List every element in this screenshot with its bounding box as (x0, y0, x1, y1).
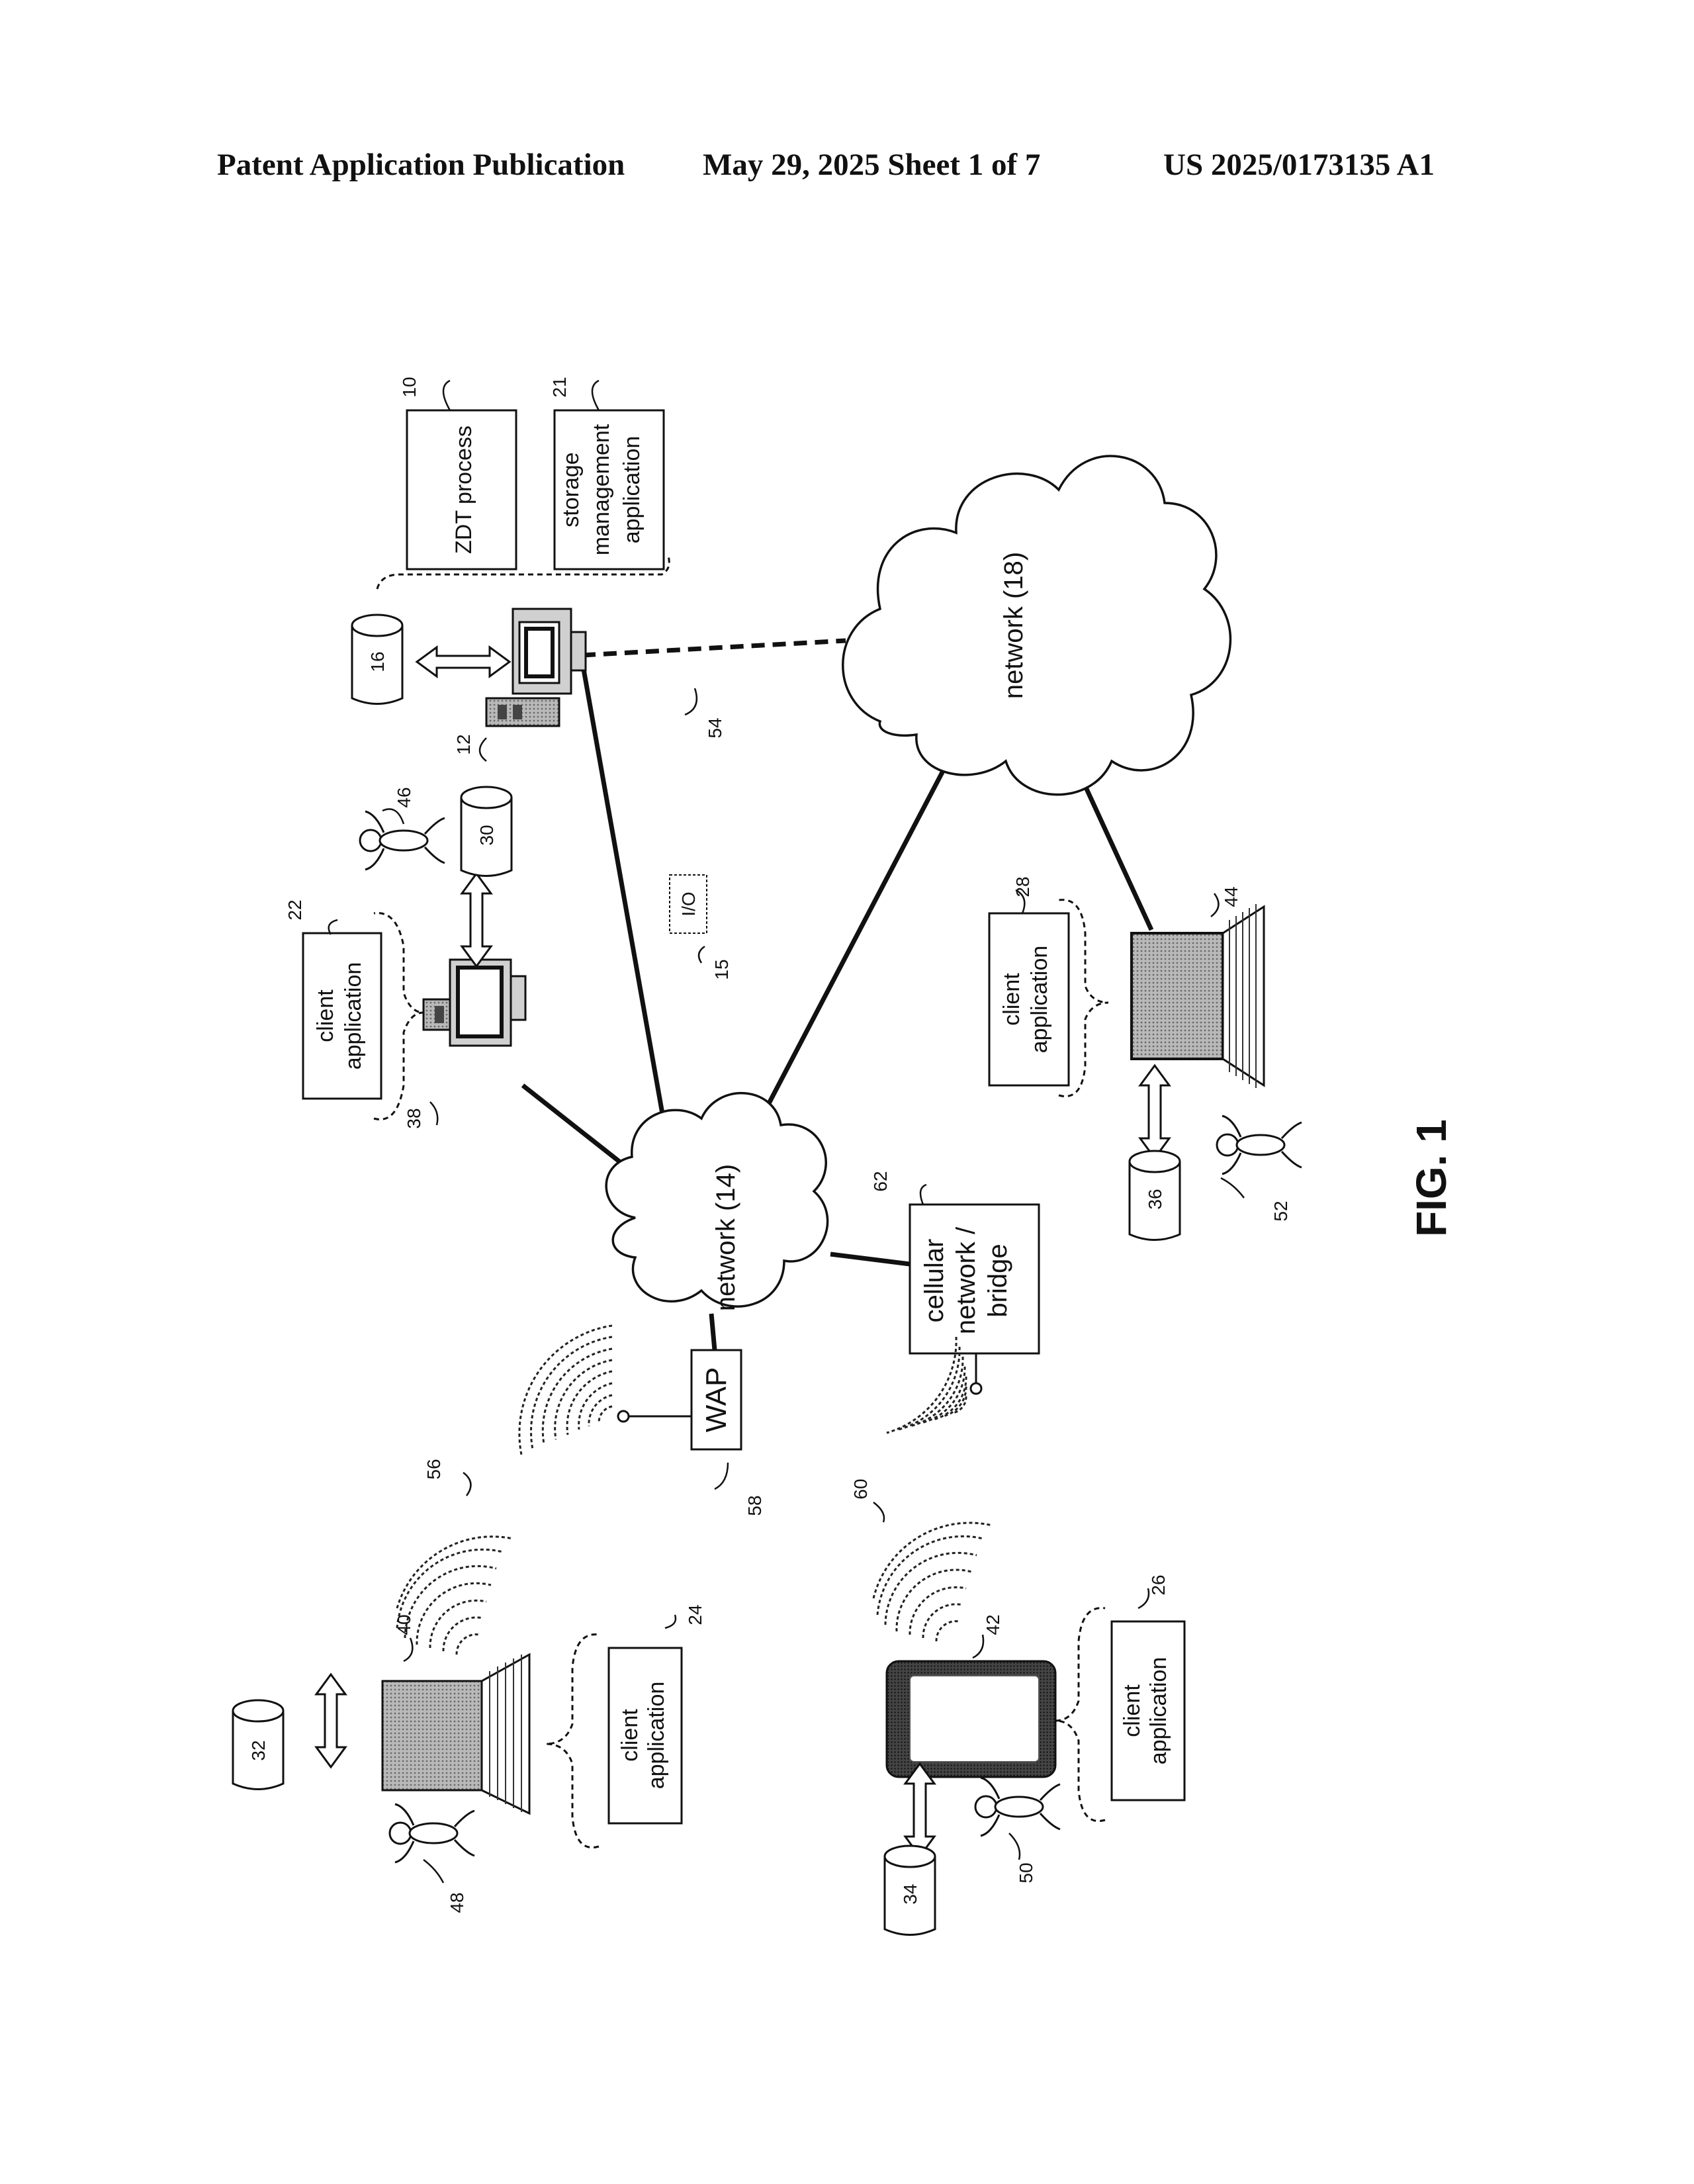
ref-42: 42 (983, 1614, 1003, 1635)
ref-26: 26 (1148, 1574, 1169, 1595)
laptop-computer-44 (1130, 904, 1265, 1088)
storage-30-arrow (461, 872, 492, 968)
storage-mgmt-line-3: application (619, 436, 645, 544)
ref-62: 62 (870, 1171, 891, 1191)
smartphone-42 (885, 1660, 1057, 1778)
wap-signal-waves-56 (518, 1324, 613, 1455)
laptop-40-signal-waves (396, 1535, 513, 1655)
zdt-process-box: ZDT process (406, 409, 517, 570)
user-50 (974, 1776, 1061, 1837)
ref-44: 44 (1221, 886, 1241, 907)
io-box: I/O (669, 874, 707, 934)
link-network18-laptop44 (1073, 763, 1154, 931)
server-computer-12 (485, 608, 587, 727)
client-app-28-bracket (1058, 899, 1109, 1097)
publication-number: US 2025/0173135 A1 (1163, 148, 1435, 182)
cellular-signal-waves-60 (886, 1336, 967, 1434)
user-48 (388, 1803, 476, 1864)
network-14-cloud: network (14) (605, 1091, 829, 1311)
ref-36: 36 (1145, 1189, 1165, 1209)
ref-21: 21 (549, 377, 570, 397)
ref-10: 10 (399, 377, 420, 397)
ref-56: 56 (424, 1459, 444, 1479)
cellular-line-2: network / (952, 1226, 981, 1334)
connection-lines (521, 638, 1154, 1351)
storage-mgmt-line-2: management (589, 424, 614, 555)
figure-label: FIG. 1 (1407, 1119, 1455, 1237)
ref-48: 48 (447, 1892, 467, 1913)
client-app-26-line-2: application (1146, 1657, 1171, 1765)
storage-16-arrow (416, 646, 511, 678)
ref-34: 34 (900, 1884, 920, 1904)
ref-24: 24 (685, 1604, 705, 1625)
server-12-bracket (376, 555, 670, 590)
publication-date-sheet: May 29, 2025 Sheet 1 of 7 (703, 148, 1041, 182)
client-app-24-bracket (545, 1633, 600, 1848)
ref-38: 38 (404, 1108, 424, 1128)
ref-12: 12 (453, 734, 474, 754)
ref-22: 22 (285, 899, 305, 920)
network-18-cloud: network (18) (842, 455, 1232, 796)
wireless-access-point-58: WAP (617, 1349, 742, 1451)
client-application-26-box: client application (1110, 1620, 1186, 1801)
zdt-process-label: ZDT process (451, 426, 476, 554)
leader-lines (328, 379, 1245, 1884)
ref-52: 52 (1270, 1201, 1291, 1221)
link-server12-network18-dashed (582, 638, 846, 658)
client-app-26-bracket (1055, 1607, 1106, 1822)
ref-46: 46 (394, 787, 414, 807)
link-network14-computer38 (521, 1083, 634, 1173)
client-app-22-line-1: client (313, 989, 338, 1042)
storage-mgmt-line-1: storage (558, 452, 584, 527)
publication-title: Patent Application Publication (217, 148, 625, 182)
ref-28: 28 (1012, 876, 1033, 897)
link-network14-wap (709, 1313, 717, 1351)
link-network14-server12 (580, 661, 678, 1185)
storage-32-arrow (315, 1673, 347, 1768)
client-app-24-line-2: application (644, 1682, 669, 1790)
client-application-22-box: client application (302, 932, 382, 1100)
ref-58: 58 (744, 1495, 765, 1516)
storage-management-box: storage management application (553, 409, 665, 570)
client-app-22-bracket (373, 912, 424, 1120)
client-app-22-line-2: application (341, 962, 366, 1070)
ref-40: 40 (394, 1614, 414, 1635)
storage-36-arrow (1139, 1064, 1171, 1160)
cellular-network-bridge-62: cellular network / bridge (909, 1203, 1040, 1395)
storage-34-arrow (904, 1762, 936, 1858)
ref-30: 30 (476, 825, 497, 845)
wap-label: WAP (700, 1367, 733, 1433)
cellular-line-1: cellular (920, 1239, 949, 1323)
user-52 (1216, 1115, 1303, 1175)
client-app-24-line-1: client (617, 1709, 643, 1762)
cellular-line-3: bridge (983, 1244, 1012, 1317)
client-application-24-box: client application (607, 1647, 683, 1825)
ref-16: 16 (367, 651, 388, 672)
ref-60: 60 (850, 1479, 871, 1499)
network-14-label: network (14) (711, 1164, 740, 1311)
laptop-computer-40 (381, 1653, 531, 1815)
client-app-28-line-2: application (1027, 946, 1052, 1054)
link-network14-network18 (758, 770, 946, 1120)
network-18-label: network (18) (999, 552, 1028, 699)
ref-54: 54 (705, 717, 725, 738)
ref-32: 32 (248, 1740, 269, 1760)
desktop-computer-38 (422, 958, 527, 1047)
ref-50: 50 (1016, 1862, 1036, 1883)
link-network14-cellular (830, 1251, 911, 1267)
phone-42-signal-waves (872, 1522, 993, 1642)
io-label: I/O (678, 891, 699, 916)
client-application-28-box: client application (988, 912, 1070, 1087)
ref-15: 15 (711, 959, 732, 979)
client-app-26-line-1: client (1120, 1684, 1145, 1737)
client-app-28-line-1: client (999, 973, 1024, 1026)
